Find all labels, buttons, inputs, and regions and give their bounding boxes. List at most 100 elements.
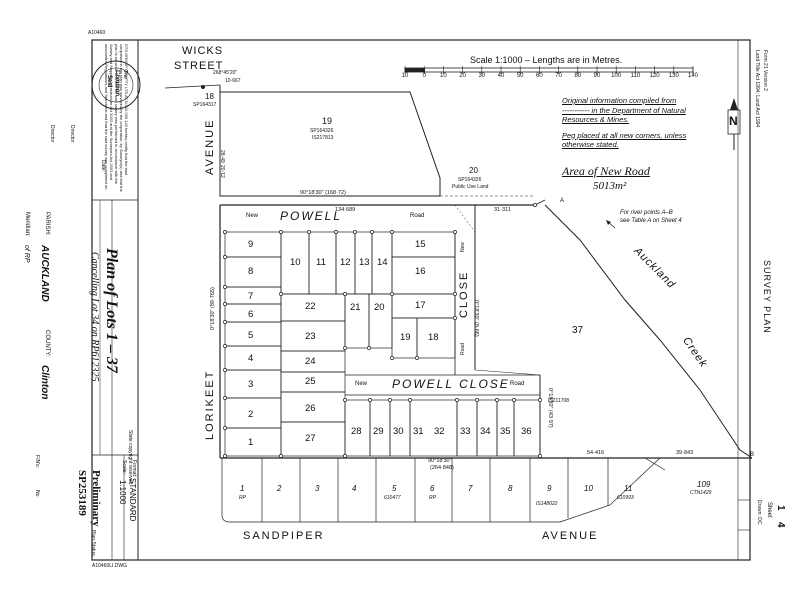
corner-peg xyxy=(367,346,371,350)
scale-tick-label: 130 xyxy=(668,73,679,79)
existing-lot-label: 1 xyxy=(240,484,245,493)
close-vertical-label: CLOSE xyxy=(458,270,470,318)
director-1: Director xyxy=(49,125,55,143)
lot-number: 19 xyxy=(400,332,411,343)
lorikeet-label: LORIKEET xyxy=(204,369,216,440)
lot-number: 35 xyxy=(500,426,511,437)
lot-number: 22 xyxy=(305,301,316,312)
corner-peg xyxy=(223,396,227,400)
parish-value: AUCKLAND xyxy=(39,245,50,302)
scale-tick-label: 10 xyxy=(440,73,447,79)
note-line-5: otherwise stated. xyxy=(562,140,619,149)
existing-lot-19 xyxy=(219,91,441,197)
river-note: For river points A–B see Table A on Shee… xyxy=(620,209,682,225)
corner-peg xyxy=(408,398,412,402)
lot-number: 36 xyxy=(521,426,532,437)
corner-peg xyxy=(390,230,394,234)
lot-number: 10 xyxy=(290,257,301,268)
seal-text-3: Seal xyxy=(106,75,112,88)
existing-lot-label: 109 xyxy=(697,480,711,489)
new-road-area: 5013m² xyxy=(593,180,627,192)
plan-status-label: Plan Status: xyxy=(90,530,96,557)
lot-number: 23 xyxy=(305,331,316,342)
existing-lot-20-use: Public Use Land xyxy=(452,184,489,190)
is211708-label: IS211708 xyxy=(548,398,570,404)
meridian-label: Meridian: xyxy=(24,212,30,237)
lot-number: 11 xyxy=(316,257,326,268)
lot-number: 5 xyxy=(248,330,254,341)
corner-peg xyxy=(475,398,479,402)
corner-peg xyxy=(279,230,283,234)
existing-lot-label: 8 xyxy=(508,484,513,493)
drawn-label: Drawn: DC xyxy=(756,500,762,525)
existing-lot-18: 18 xyxy=(205,92,214,101)
existing-lot-label: 2 xyxy=(277,484,282,493)
meridian-value: of RP xyxy=(23,245,30,263)
seal-text-1: The xyxy=(122,70,128,79)
road-label-top: Road xyxy=(410,213,425,219)
corner-peg xyxy=(223,426,227,430)
existing-lot-label: RP xyxy=(239,495,246,501)
existing-lot-label: 5 xyxy=(392,484,397,493)
bearing-top-right: 31·311 xyxy=(494,207,511,213)
sheet-of: 4 xyxy=(775,522,786,528)
sheet-frame xyxy=(91,39,751,561)
scale-tick-label: 50 xyxy=(516,73,524,79)
existing-lot-label: 6 xyxy=(430,484,435,493)
bearing-right-v: 0°18'30" (43·97) xyxy=(547,388,553,428)
land-title-act: Land Title Act 1994; Land Act 1994 xyxy=(754,50,760,128)
point-b: B xyxy=(750,452,755,458)
existing-lot-19-sp: SP164326 xyxy=(310,128,334,134)
scale-tick-label: 0 xyxy=(422,73,426,79)
lot-number: 13 xyxy=(359,257,370,268)
county-label: COUNTY: xyxy=(44,330,50,357)
scale-tick-label: 40 xyxy=(497,73,505,79)
existing-lot-label: 610993 xyxy=(617,495,634,501)
lot-number: 16 xyxy=(415,266,426,277)
parish-label: PARISH: xyxy=(44,212,50,236)
existing-lot-label: 4 xyxy=(352,484,357,493)
street-wicks-2: STREET xyxy=(174,60,224,72)
county-value: Clinton xyxy=(39,365,50,400)
lot-number: 26 xyxy=(305,403,316,414)
note-line-1: Original information compiled from xyxy=(562,96,677,105)
lot-number: 1 xyxy=(248,437,254,448)
corner-peg xyxy=(538,398,542,402)
corner-peg xyxy=(279,292,283,296)
corner-peg xyxy=(453,292,457,296)
scale-title: Scale 1:1000 – Lengths are in Metres. xyxy=(470,55,623,65)
corner-peg xyxy=(370,230,374,234)
lot-number: 18 xyxy=(428,332,439,343)
bearing-close-v: 0°18'30" (8·66) xyxy=(473,300,479,337)
new-road-title: Area of New Road xyxy=(562,164,650,178)
corner-peg xyxy=(368,398,372,402)
bearing-avenue: 28·49 xyxy=(219,150,225,163)
river-note-2: see Table A on Sheet 4 xyxy=(620,218,682,224)
sheet-label: Sheet xyxy=(766,502,772,518)
lot-number: 28 xyxy=(351,426,362,437)
existing-lot-label: RP xyxy=(429,495,436,501)
existing-lot-19-num: 19 xyxy=(322,116,333,126)
director-2: Director xyxy=(69,125,75,143)
lot-number: 3 xyxy=(248,379,254,390)
lot-number: 2 xyxy=(248,409,254,420)
scale-tick-label: 20 xyxy=(459,73,466,79)
existing-lot-label: 11 xyxy=(624,484,633,493)
bearing-bottom-len: (264·848) xyxy=(430,465,454,471)
scale-value: 1:1000 xyxy=(118,480,127,505)
bearing-avenue-s: 20·12 xyxy=(219,165,225,178)
bearing-bottom: 90°18'30" xyxy=(428,458,452,464)
scale-tick-label: 120 xyxy=(649,73,660,79)
bearing-left-v: 0°18'30" (89·765) xyxy=(210,287,216,330)
existing-lot-label: 610477 xyxy=(384,495,401,501)
corner-peg xyxy=(390,292,394,296)
corner-peg xyxy=(223,230,227,234)
corner-peg xyxy=(353,230,357,234)
lot-number: 37 xyxy=(572,325,584,336)
north-letter: N xyxy=(729,114,738,128)
bearing-bottom-r2: 39·843 xyxy=(676,450,694,456)
avenue-bottom-label: AVENUE xyxy=(542,530,599,542)
bearing-top-len: 134·689 xyxy=(335,207,356,213)
corner-peg xyxy=(415,356,419,360)
